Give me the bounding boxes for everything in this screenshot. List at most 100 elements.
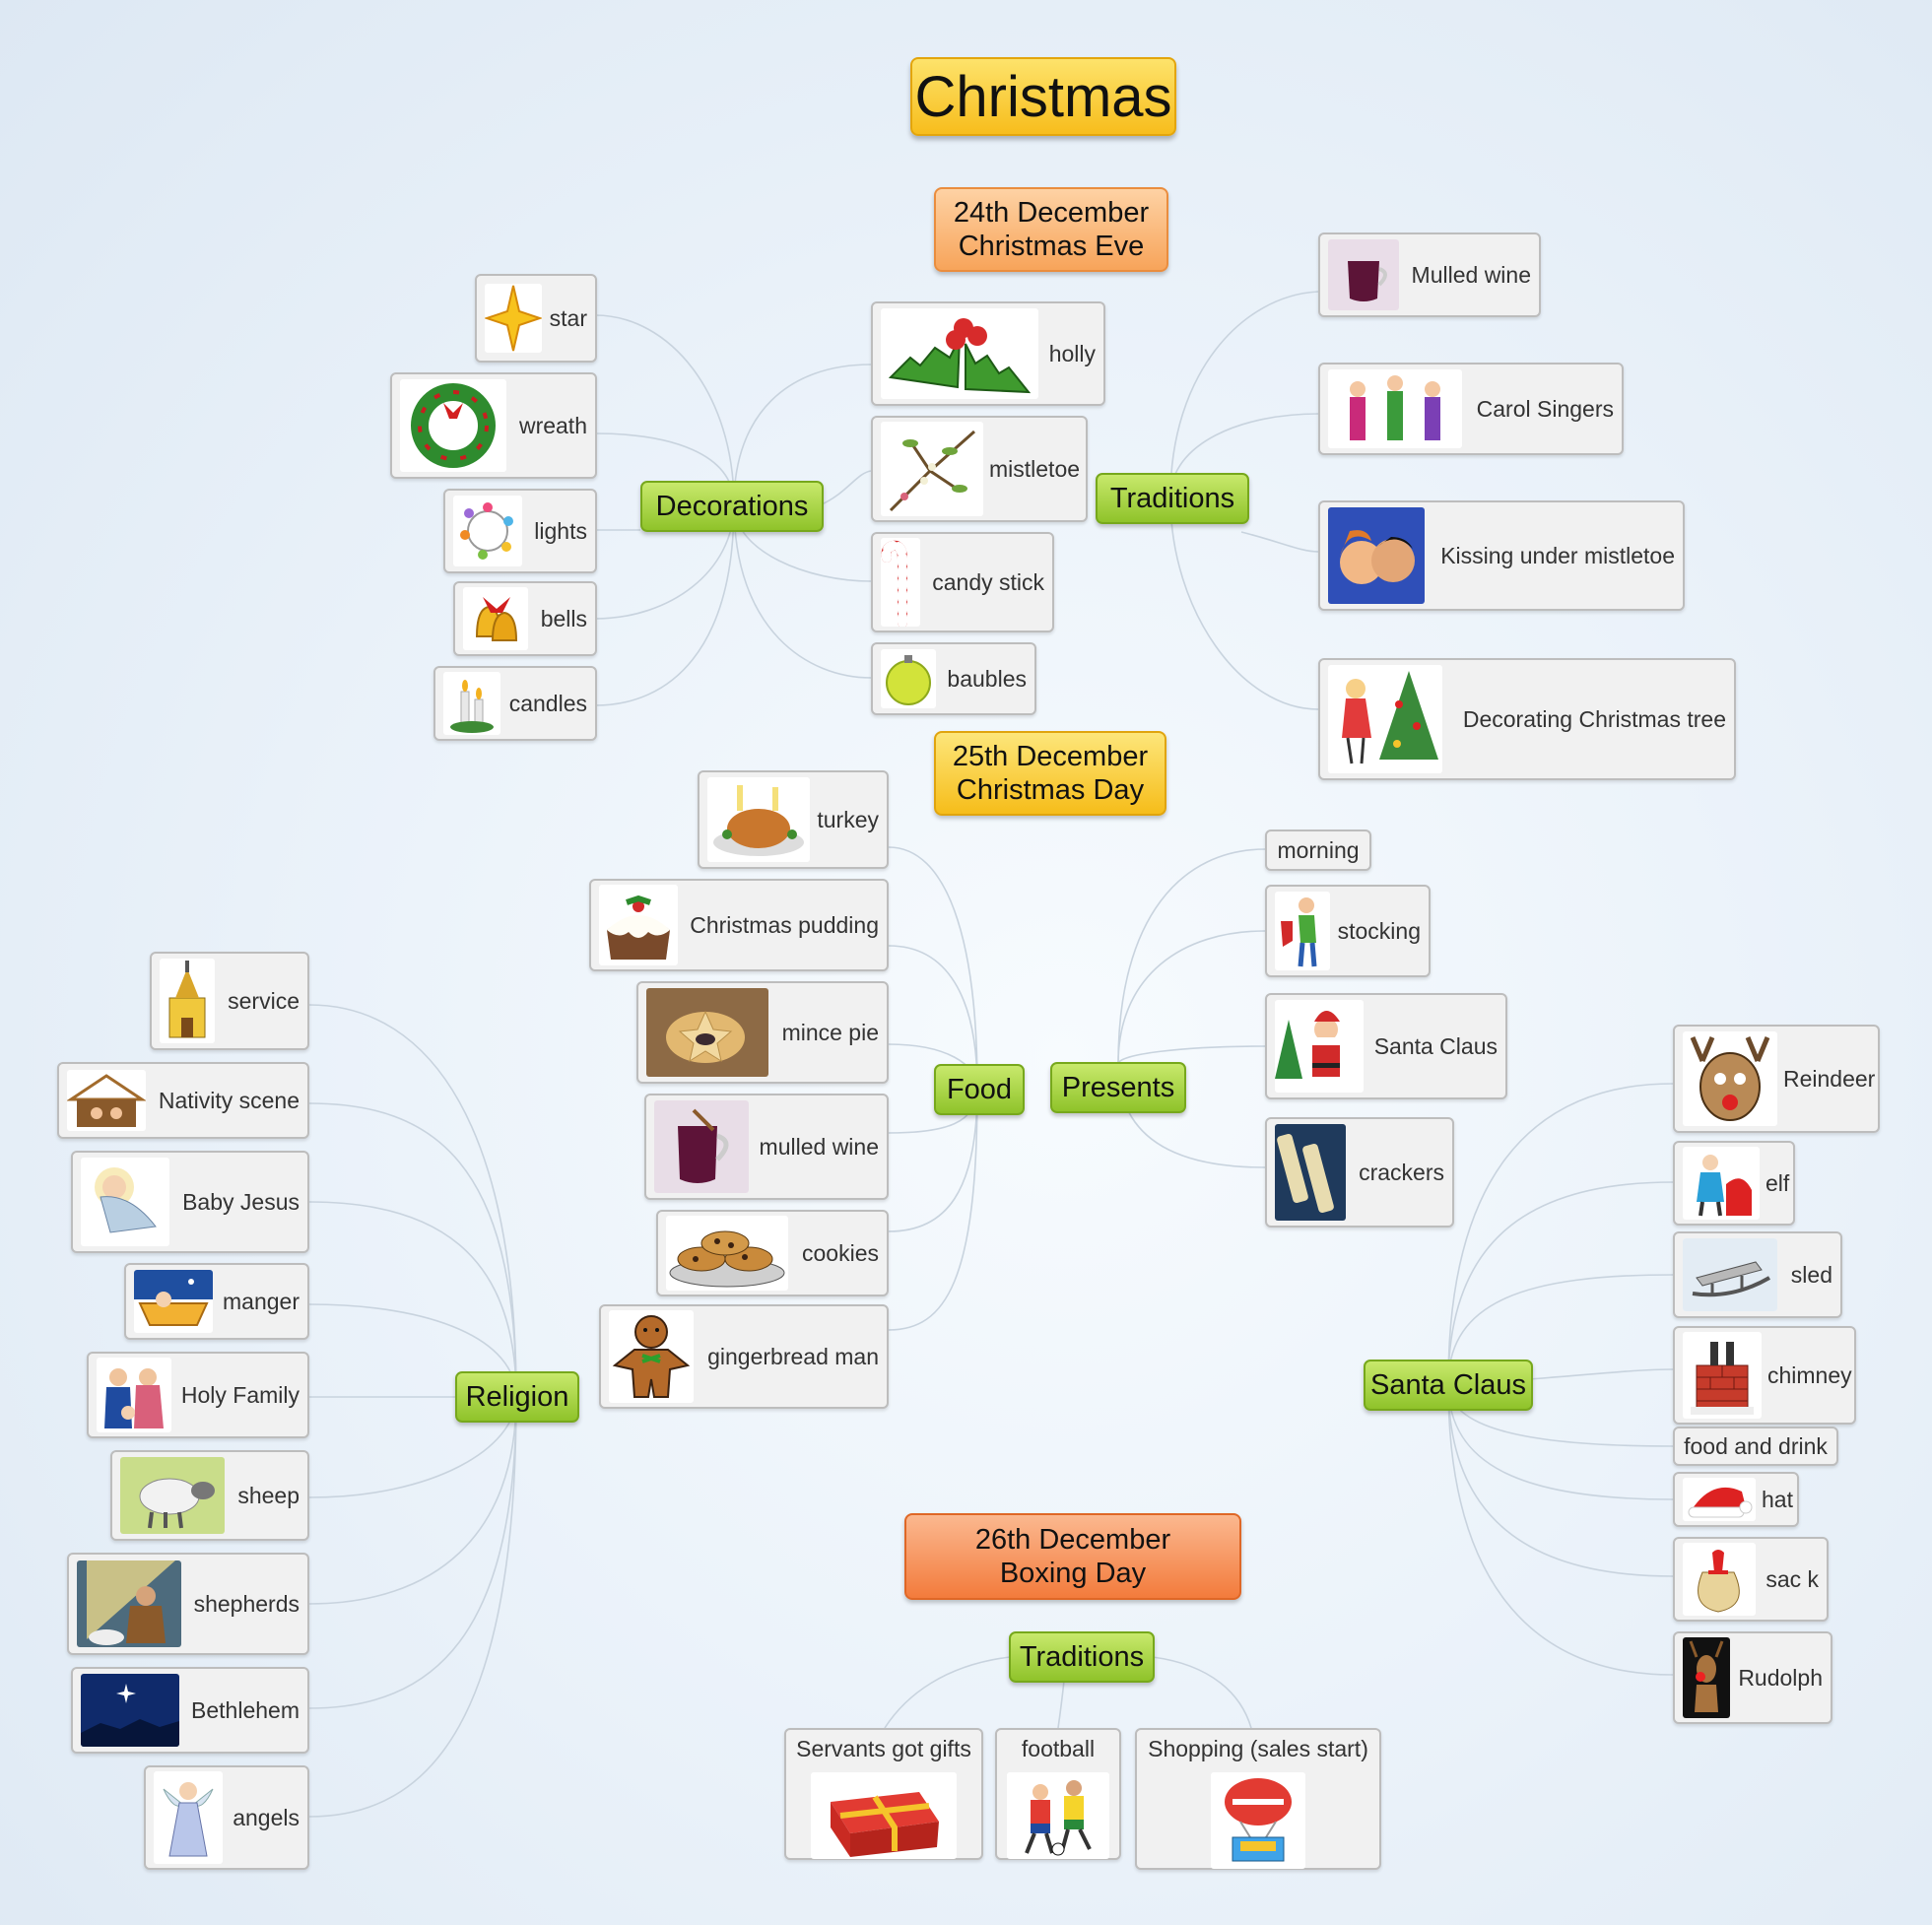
leaf-shepherds[interactable]: shepherds (67, 1553, 309, 1655)
leaf-football-label: football (1021, 1736, 1096, 1761)
church-icon (160, 959, 215, 1043)
leaf-servants-got-gifts[interactable]: Servants got gifts (784, 1728, 983, 1860)
leaf-christmas-pudding[interactable]: Christmas pudding (589, 879, 889, 971)
leaf-turkey-label: turkey (817, 806, 879, 832)
leaf-food-and-drink[interactable]: food and drink (1673, 1427, 1838, 1466)
leaf-nativity-scene-label: Nativity scene (158, 1087, 300, 1113)
bethlehem-icon (81, 1674, 179, 1747)
category-traditions-boxing-label: Traditions (1019, 1640, 1145, 1673)
gingerbread-man-icon (609, 1310, 694, 1403)
bauble-icon (881, 649, 936, 708)
leaf-sack[interactable]: sac k (1673, 1537, 1829, 1622)
leaf-holly[interactable]: holly (871, 301, 1105, 406)
leaf-nativity-scene[interactable]: Nativity scene (57, 1062, 309, 1139)
leaf-lights-label: lights (534, 517, 587, 544)
leaf-reindeer[interactable]: Reindeer (1673, 1025, 1880, 1133)
decorating-tree-icon (1328, 665, 1442, 773)
section-boxing-name: Boxing Day (999, 1558, 1147, 1589)
leaf-gingerbread-man[interactable]: gingerbread man (599, 1304, 889, 1409)
leaf-crackers[interactable]: crackers (1265, 1117, 1454, 1228)
leaf-mistletoe-label: mistletoe (989, 455, 1081, 482)
leaf-sled[interactable]: sled (1673, 1231, 1842, 1318)
category-religion[interactable]: Religion (455, 1371, 579, 1423)
football-icon (1007, 1772, 1109, 1859)
leaf-mince-pie[interactable]: mince pie (636, 981, 889, 1084)
rudolph-icon (1683, 1637, 1730, 1718)
section-day-name: Christmas Day (956, 774, 1145, 806)
category-religion-label: Religion (465, 1380, 569, 1413)
crackers-icon (1275, 1124, 1346, 1221)
section-boxing-date: 26th December (974, 1524, 1171, 1556)
leaf-baubles[interactable]: baubles (871, 642, 1036, 715)
gift-icon (811, 1772, 957, 1859)
leaf-lights[interactable]: lights (443, 489, 597, 573)
leaf-candles[interactable]: candles (433, 666, 597, 741)
leaf-baubles-label: baubles (947, 665, 1027, 692)
leaf-hat[interactable]: hat (1673, 1472, 1799, 1527)
leaf-elf[interactable]: elf (1673, 1141, 1795, 1226)
santa-claus-icon (1275, 1000, 1364, 1093)
holly-icon (881, 308, 1038, 399)
category-food[interactable]: Food (934, 1064, 1025, 1115)
mulled-wine-icon (1328, 239, 1399, 310)
manger-icon (134, 1270, 213, 1333)
category-decorations[interactable]: Decorations (640, 481, 824, 532)
leaf-turkey[interactable]: turkey (698, 770, 889, 869)
leaf-bells-label: bells (540, 605, 587, 631)
leaf-stocking[interactable]: stocking (1265, 885, 1431, 977)
leaf-holy-family-label: Holy Family (180, 1381, 300, 1408)
leaf-rudolph[interactable]: Rudolph (1673, 1631, 1832, 1724)
leaf-mistletoe[interactable]: mistletoe (871, 416, 1088, 522)
leaf-sled-label: sled (1790, 1261, 1832, 1288)
leaf-kissing-under-mistletoe-label: Kissing under mistletoe (1440, 542, 1675, 568)
leaf-manger[interactable]: manger (124, 1263, 309, 1340)
leaf-kissing-under-mistletoe[interactable]: Kissing under mistletoe (1318, 500, 1685, 611)
leaf-bethlehem[interactable]: Bethlehem (71, 1667, 309, 1754)
leaf-carol-singers[interactable]: Carol Singers (1318, 363, 1624, 455)
leaf-baby-jesus[interactable]: Baby Jesus (71, 1151, 309, 1253)
leaf-santa-claus-present[interactable]: Santa Claus (1265, 993, 1507, 1099)
baby-jesus-icon (81, 1158, 169, 1246)
santa-hat-icon (1683, 1478, 1756, 1521)
leaf-cookies[interactable]: cookies (656, 1210, 889, 1296)
leaf-sack-label: sac k (1765, 1565, 1819, 1592)
leaf-manger-label: manger (223, 1288, 300, 1314)
leaf-wreath[interactable]: wreath (390, 372, 597, 479)
category-santa-claus[interactable]: Santa Claus (1364, 1360, 1533, 1411)
leaf-football[interactable]: football (995, 1728, 1121, 1860)
mistletoe-icon (881, 422, 983, 516)
leaf-angels[interactable]: angels (144, 1765, 309, 1870)
leaf-bells[interactable]: bells (453, 581, 597, 656)
leaf-reindeer-label: Reindeer (1783, 1065, 1876, 1092)
turkey-icon (707, 777, 810, 862)
category-traditions-boxing[interactable]: Traditions (1009, 1631, 1155, 1683)
mince-pie-icon (646, 988, 768, 1077)
wreath-icon (400, 379, 506, 472)
leaf-candy-stick[interactable]: candy stick (871, 532, 1054, 632)
leaf-elf-label: elf (1765, 1169, 1790, 1196)
leaf-mulled-wine-eve[interactable]: Mulled wine (1318, 232, 1541, 317)
section-boxing-day: 26th December Boxing Day (904, 1513, 1241, 1600)
leaf-star[interactable]: star (475, 274, 597, 363)
leaf-baby-jesus-label: Baby Jesus (182, 1188, 300, 1215)
category-presents[interactable]: Presents (1050, 1062, 1186, 1113)
leaf-decorating-christmas-tree[interactable]: Decorating Christmas tree (1318, 658, 1736, 780)
leaf-morning-label: morning (1277, 836, 1360, 863)
leaf-sheep[interactable]: sheep (110, 1450, 309, 1541)
leaf-mulled-wine-food[interactable]: mulled wine (644, 1094, 889, 1200)
section-eve-date: 24th December (953, 197, 1150, 229)
angel-icon (154, 1771, 223, 1864)
nativity-scene-icon (67, 1070, 146, 1131)
leaf-morning[interactable]: morning (1265, 830, 1371, 871)
elf-icon (1683, 1147, 1760, 1220)
leaf-cookies-label: cookies (802, 1239, 879, 1266)
leaf-sheep-label: sheep (237, 1482, 300, 1508)
chimney-icon (1683, 1332, 1762, 1419)
leaf-shopping-sales-start[interactable]: Shopping (sales start) (1135, 1728, 1381, 1870)
candy-stick-icon (881, 538, 920, 627)
leaf-service[interactable]: service (150, 952, 309, 1050)
leaf-chimney[interactable]: chimney (1673, 1326, 1856, 1425)
leaf-holy-family[interactable]: Holy Family (87, 1352, 309, 1438)
category-traditions-eve[interactable]: Traditions (1096, 473, 1249, 524)
